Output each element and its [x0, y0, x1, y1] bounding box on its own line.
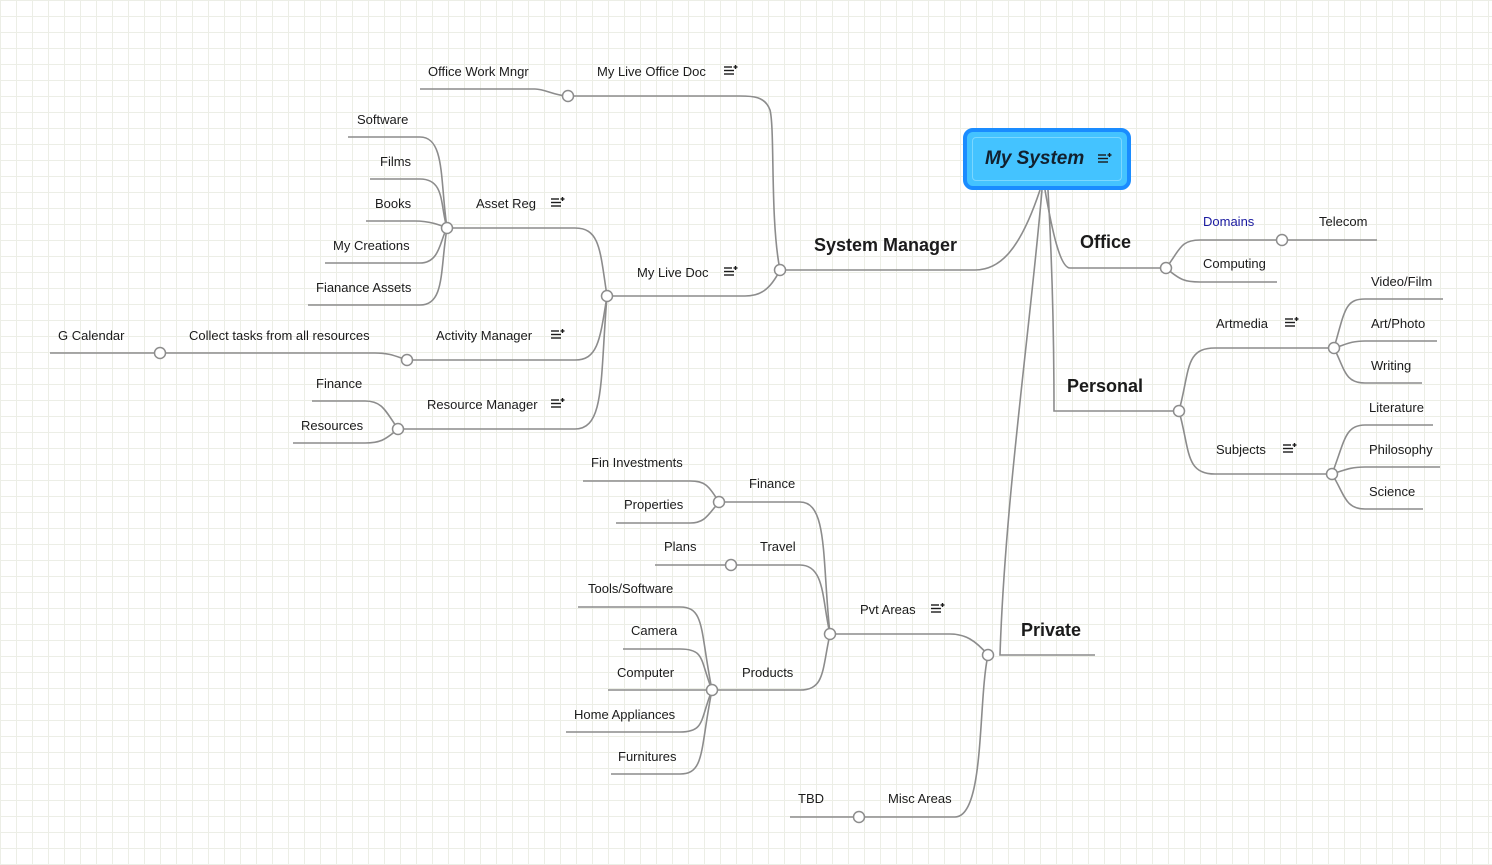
- branch-system-manager[interactable]: System Manager: [814, 235, 958, 255]
- collapse-knob[interactable]: [391, 422, 405, 436]
- node-office-work-mngr[interactable]: Office Work Mngr: [428, 64, 529, 79]
- notes-icon[interactable]: [1283, 443, 1297, 455]
- notes-icon[interactable]: [724, 266, 738, 278]
- node-rm-finance[interactable]: Finance: [316, 376, 363, 391]
- node-rm-resources[interactable]: Resources: [301, 418, 364, 433]
- node-science[interactable]: Science: [1369, 484, 1416, 499]
- node-artmedia[interactable]: Artmedia: [1216, 316, 1269, 331]
- notes-icon[interactable]: [551, 329, 565, 341]
- root-node-inner: My System: [972, 137, 1122, 181]
- node-computing[interactable]: Computing: [1203, 256, 1266, 271]
- node-resource-manager[interactable]: Resource Manager: [427, 397, 538, 412]
- node-asset-reg[interactable]: Asset Reg: [476, 196, 536, 211]
- node-activity-manager[interactable]: Activity Manager: [436, 328, 533, 343]
- node-pv-finance[interactable]: Finance: [749, 476, 796, 491]
- node-properties[interactable]: Properties: [624, 497, 684, 512]
- node-telecom[interactable]: Telecom: [1319, 214, 1368, 229]
- node-domains-link[interactable]: Domains: [1203, 214, 1255, 229]
- collapse-knob[interactable]: [724, 558, 738, 572]
- notes-icon[interactable]: [1285, 317, 1299, 329]
- collapse-knob[interactable]: [1275, 233, 1289, 247]
- node-fin-investments[interactable]: Fin Investments: [591, 455, 683, 470]
- collapse-knob[interactable]: [852, 810, 866, 824]
- node-misc-areas[interactable]: Misc Areas: [888, 791, 952, 806]
- root-node[interactable]: My System: [963, 128, 1131, 190]
- node-plans[interactable]: Plans: [664, 539, 697, 554]
- collapse-knob[interactable]: [400, 353, 414, 367]
- node-software[interactable]: Software: [357, 112, 409, 127]
- node-writing[interactable]: Writing: [1371, 358, 1412, 373]
- node-products[interactable]: Products: [742, 665, 794, 680]
- notes-icon[interactable]: [551, 398, 565, 410]
- notes-icon[interactable]: [724, 65, 738, 77]
- root-title: My System: [985, 148, 1085, 169]
- node-furnitures[interactable]: Furnitures: [618, 749, 677, 764]
- node-collect-tasks[interactable]: Collect tasks from all resources: [189, 328, 370, 343]
- collapse-knob[interactable]: [440, 221, 454, 235]
- collapse-knob[interactable]: [600, 289, 614, 303]
- node-tools-software[interactable]: Tools/Software: [588, 581, 674, 596]
- node-pvt-areas[interactable]: Pvt Areas: [860, 602, 916, 617]
- collapse-knob[interactable]: [823, 627, 837, 641]
- collapse-knob[interactable]: [1327, 341, 1341, 355]
- node-camera[interactable]: Camera: [631, 623, 678, 638]
- node-fianance-assets[interactable]: Fianance Assets: [316, 280, 412, 295]
- node-home-appliances[interactable]: Home Appliances: [574, 707, 676, 722]
- collapse-knob[interactable]: [981, 648, 995, 662]
- node-my-live-office-doc[interactable]: My Live Office Doc: [597, 64, 706, 79]
- branch-personal[interactable]: Personal: [1067, 376, 1144, 396]
- node-g-calendar[interactable]: G Calendar: [58, 328, 125, 343]
- node-films[interactable]: Films: [380, 154, 412, 169]
- node-my-creations[interactable]: My Creations: [333, 238, 410, 253]
- collapse-knob[interactable]: [1159, 261, 1173, 275]
- collapse-knob[interactable]: [773, 263, 787, 277]
- notes-icon[interactable]: [931, 603, 945, 615]
- node-video-film[interactable]: Video/Film: [1371, 274, 1433, 289]
- notes-icon[interactable]: [551, 197, 565, 209]
- node-tbd[interactable]: TBD: [798, 791, 824, 806]
- collapse-knobs[interactable]: [153, 89, 1341, 824]
- collapse-knob[interactable]: [712, 495, 726, 509]
- collapse-knob[interactable]: [561, 89, 575, 103]
- collapse-knob[interactable]: [1172, 404, 1186, 418]
- node-subjects[interactable]: Subjects: [1216, 442, 1266, 457]
- node-books[interactable]: Books: [375, 196, 412, 211]
- node-computer[interactable]: Computer: [617, 665, 675, 680]
- collapse-knob[interactable]: [153, 346, 167, 360]
- branch-private[interactable]: Private: [1021, 620, 1082, 640]
- branch-office[interactable]: Office: [1080, 232, 1132, 252]
- node-travel[interactable]: Travel: [760, 539, 796, 554]
- collapse-knob[interactable]: [705, 683, 719, 697]
- node-literature[interactable]: Literature: [1369, 400, 1424, 415]
- notes-icon[interactable]: [1098, 153, 1112, 165]
- node-philosophy[interactable]: Philosophy: [1369, 442, 1433, 457]
- collapse-knob[interactable]: [1325, 467, 1339, 481]
- node-my-live-doc[interactable]: My Live Doc: [637, 265, 709, 280]
- node-art-photo[interactable]: Art/Photo: [1371, 316, 1426, 331]
